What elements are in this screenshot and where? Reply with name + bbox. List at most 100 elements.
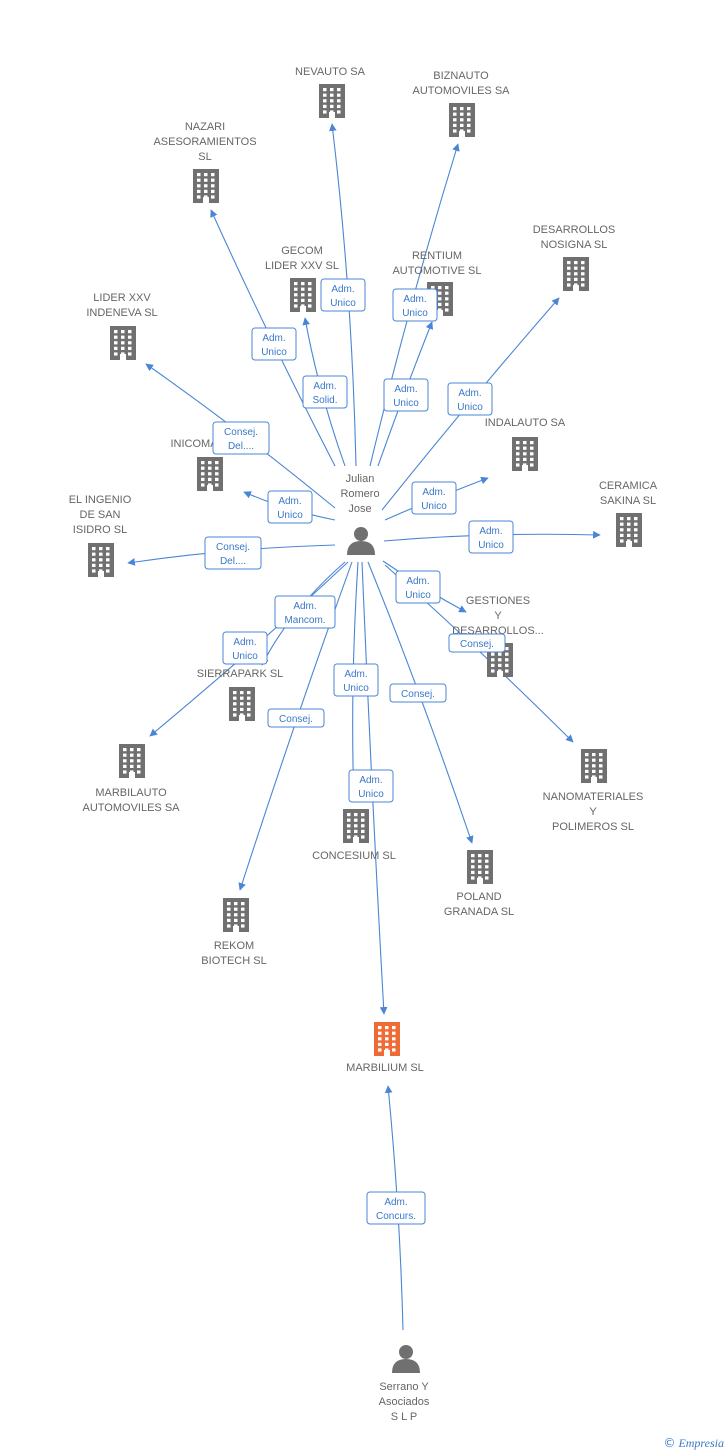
- building-icon: [512, 437, 538, 471]
- node-label: CERAMICA: [599, 480, 658, 492]
- node-label: Serrano Y: [379, 1381, 429, 1393]
- node-label: NOSIGNA SL: [541, 239, 608, 251]
- node-label: BIZNAUTO: [433, 70, 489, 82]
- edge-label-text: Del....: [220, 556, 246, 567]
- node-label: LIDER XXV SL: [265, 260, 339, 272]
- edge-label-text: Unico: [261, 347, 287, 358]
- edge-label-text: Adm.: [344, 669, 367, 680]
- building-icon: [374, 1022, 400, 1056]
- edge-label-text: Mancom.: [284, 615, 325, 626]
- node-label: REKOM: [214, 940, 254, 952]
- node-marbilium[interactable]: MARBILIUM SL: [346, 1022, 424, 1074]
- person-icon: [392, 1345, 420, 1373]
- edge-label-text: Adm.: [394, 384, 417, 395]
- node-label: Y: [589, 806, 597, 818]
- edge-label[interactable]: Consej. Del....: [212, 421, 270, 455]
- edge-label[interactable]: Adm.Unico: [333, 663, 379, 697]
- node-label: MARBILAUTO: [95, 787, 167, 799]
- edge-label-text: Adm.: [422, 487, 445, 498]
- building-icon: [467, 850, 493, 884]
- node-label: CONCESIUM SL: [312, 850, 396, 862]
- edge-label[interactable]: Adm.Mancom.: [274, 595, 336, 629]
- edge-label[interactable]: Adm. Unico: [320, 278, 366, 312]
- edge-label-text: Consej.: [224, 427, 258, 438]
- person-icon: [347, 527, 375, 555]
- node-marbilauto[interactable]: MARBILAUTO AUTOMOVILES SA: [83, 744, 181, 814]
- node-label: AUTOMOVILES SA: [83, 802, 181, 814]
- building-icon: [110, 326, 136, 360]
- edge-label-text: Unico: [405, 590, 431, 601]
- edge-label[interactable]: Consej.: [448, 633, 506, 653]
- node-label: SIERRAPARK SL: [197, 668, 284, 680]
- edge-label-text: Unico: [330, 298, 356, 309]
- edge-label[interactable]: Adm. Unico: [447, 382, 493, 416]
- edge-label-text: Del....: [228, 441, 254, 452]
- edge-label-text: Adm.: [403, 294, 426, 305]
- node-label: Romero: [340, 488, 379, 500]
- node-label: GRANADA SL: [444, 906, 514, 918]
- node-label: S L P: [391, 1411, 418, 1423]
- edge-label[interactable]: Adm. Unico: [392, 288, 438, 322]
- edge-label[interactable]: Adm. Unico: [251, 327, 297, 361]
- building-icon: [223, 898, 249, 932]
- edge-label[interactable]: Adm.Unico: [395, 570, 441, 604]
- node-label: ASESORAMIENTOS: [153, 136, 256, 148]
- node-sierrapark[interactable]: SIERRAPARK SL: [197, 668, 284, 721]
- node-label: GECOM: [281, 245, 323, 257]
- node-serrano[interactable]: Serrano Y Asociados S L P: [379, 1345, 430, 1423]
- edge-label[interactable]: Adm. Unico: [411, 481, 457, 515]
- edge-label[interactable]: Consej. Del....: [204, 536, 262, 570]
- node-label: MARBILIUM SL: [346, 1062, 424, 1074]
- node-label: Julian: [346, 473, 375, 485]
- node-label: DE SAN: [80, 509, 121, 521]
- footer-brand[interactable]: ©Empresia: [663, 1436, 724, 1451]
- edge-label-text: Adm.: [458, 388, 481, 399]
- edge-label-text: Unico: [421, 501, 447, 512]
- edge-label[interactable]: Adm.Unico: [468, 520, 514, 554]
- edge-label-text: Adm.: [313, 381, 336, 392]
- edge-label[interactable]: Adm.Unico: [222, 631, 268, 665]
- edge-label-text: Adm.: [359, 775, 382, 786]
- edge-label-text: Unico: [232, 651, 258, 662]
- edge-label-text: Unico: [457, 402, 483, 413]
- node-label: GESTIONES: [466, 595, 530, 607]
- building-icon: [193, 169, 219, 203]
- building-icon: [319, 84, 345, 118]
- node-inicoma[interactable]: INICOMA: [170, 438, 223, 491]
- edge-label[interactable]: Adm.Concurs.: [366, 1191, 426, 1225]
- edge-label[interactable]: Consej.: [267, 708, 325, 728]
- node-concesium[interactable]: CONCESIUM SL: [312, 809, 396, 862]
- node-label: POLIMEROS SL: [552, 821, 634, 833]
- edge-label[interactable]: Adm.Unico: [348, 769, 394, 803]
- edge-label[interactable]: Adm.Unico: [267, 490, 313, 524]
- edge-label-text: Consej.: [216, 542, 250, 553]
- edge-label[interactable]: Adm. Solid.: [302, 375, 348, 409]
- node-gecom[interactable]: GECOM LIDER XXV SL: [265, 245, 339, 312]
- edge-label-text: Adm.: [262, 333, 285, 344]
- node-label: Asociados: [379, 1396, 430, 1408]
- edge-label[interactable]: Consej.: [389, 683, 447, 703]
- edge-label-text: Unico: [402, 308, 428, 319]
- edge-label-text: Adm.: [331, 284, 354, 295]
- node-label: Jose: [348, 503, 371, 515]
- node-indalauto[interactable]: INDALAUTO SA: [485, 417, 566, 471]
- brand-name: Empresia: [678, 1436, 724, 1450]
- building-icon: [229, 687, 255, 721]
- edge-label-text: Solid.: [312, 395, 337, 406]
- edge-label-text: Unico: [478, 540, 504, 551]
- edge-label[interactable]: Adm.Unico: [383, 378, 429, 412]
- node-nevauto[interactable]: NEVAUTO SA: [295, 66, 366, 118]
